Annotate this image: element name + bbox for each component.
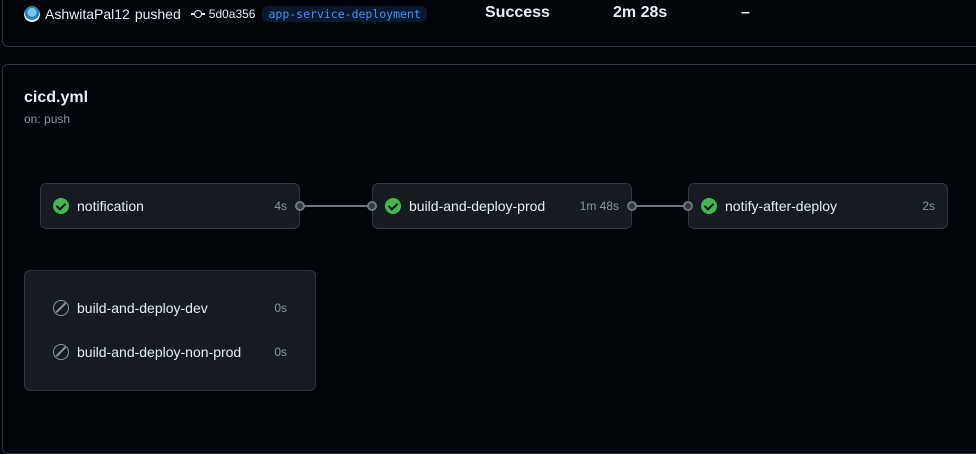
job-name: notify-after-deploy xyxy=(725,198,838,214)
skip-icon xyxy=(53,344,69,360)
job-port xyxy=(367,201,377,211)
git-commit-icon xyxy=(190,9,205,19)
workflow-graph: cicd.yml on: push notification 4s build-… xyxy=(2,64,976,454)
job-name: build-and-deploy-dev xyxy=(77,300,208,316)
commit-link[interactable]: 5d0a356 xyxy=(190,7,256,21)
job-connector xyxy=(635,205,685,207)
check-circle-fill-icon xyxy=(385,198,401,214)
job-build-and-deploy-dev[interactable]: build-and-deploy-dev 0s xyxy=(53,300,287,316)
branch-badge[interactable]: app-service-deployment xyxy=(262,6,427,22)
commit-sha[interactable]: 5d0a356 xyxy=(208,7,256,21)
actor-action: pushed xyxy=(134,6,181,22)
workflow-title: cicd.yml xyxy=(24,89,89,106)
job-duration: 2s xyxy=(922,199,935,213)
job-notify-after-deploy[interactable]: notify-after-deploy 2s xyxy=(683,183,948,229)
job-connector xyxy=(303,205,369,207)
check-circle-fill-icon xyxy=(701,198,717,214)
workflow-trigger: on: push xyxy=(24,112,71,126)
job-port xyxy=(683,201,693,211)
job-build-and-deploy-prod[interactable]: build-and-deploy-prod 1m 48s xyxy=(367,183,637,229)
job-notification[interactable]: notification 4s xyxy=(40,183,305,229)
avatar[interactable] xyxy=(24,6,40,22)
job-name: build-and-deploy-prod xyxy=(409,198,546,214)
run-artifacts: – xyxy=(741,4,750,21)
job-port xyxy=(627,201,637,211)
job-duration: 0s xyxy=(274,301,287,315)
run-actor: AshwitaPal12 pushed 5d0a356 app-service-… xyxy=(24,6,427,22)
job-duration: 1m 48s xyxy=(579,199,619,213)
job-duration: 0s xyxy=(274,345,287,359)
check-circle-fill-icon xyxy=(53,198,69,214)
job-build-and-deploy-non-prod[interactable]: build-and-deploy-non-prod 0s xyxy=(53,344,287,360)
actor-name[interactable]: AshwitaPal12 xyxy=(45,6,130,22)
run-duration: 2m 28s xyxy=(613,4,668,21)
job-name: notification xyxy=(77,198,144,214)
job-name: build-and-deploy-non-prod xyxy=(77,344,242,360)
job-port xyxy=(295,201,305,211)
run-status: Success xyxy=(485,4,550,21)
skip-icon xyxy=(53,300,69,316)
skipped-jobs-group: build-and-deploy-dev 0s build-and-deploy… xyxy=(24,270,316,391)
run-summary-card: AshwitaPal12 pushed 5d0a356 app-service-… xyxy=(2,0,976,47)
job-duration: 4s xyxy=(274,199,287,213)
